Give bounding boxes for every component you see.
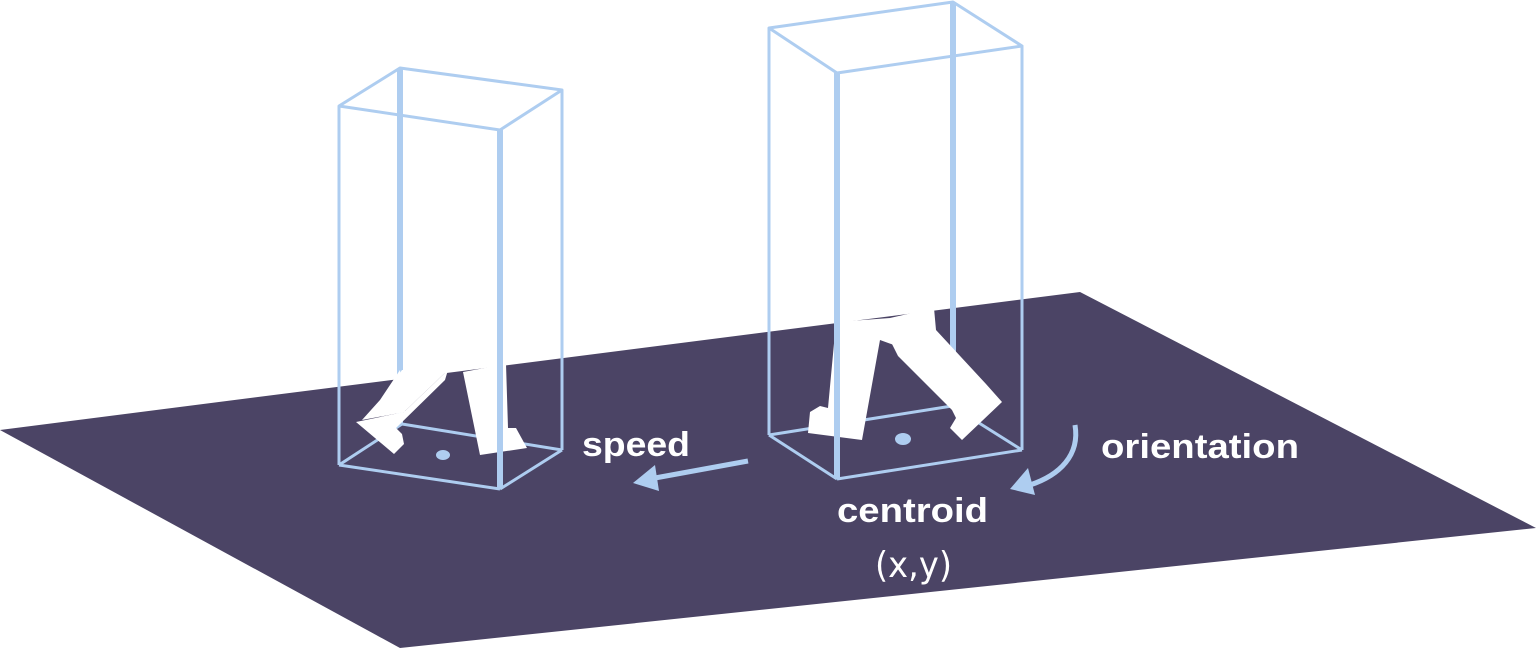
right-figure-front-leg [808,318,894,440]
centroid-label: centroid [837,492,988,530]
orientation-label: orientation [1101,428,1299,466]
right-figure-back-leg [890,308,1002,440]
speed-label: speed [582,426,690,464]
right-centroid-dot [895,433,911,445]
speed-arrow [633,458,749,491]
left-figure-front-leg [463,364,527,455]
right-bounding-box-front [767,0,1024,481]
left-figure-back-leg-lower [356,370,448,454]
left-centroid-dot [436,450,450,460]
speed-arrow-head [633,465,659,491]
left-bounding-box-front [337,66,564,491]
orientation-arrow [1010,424,1079,495]
orientation-arrow-head [1010,468,1035,495]
floor-plane [0,292,1536,648]
right-person-figure [808,308,1002,440]
left-person-figure [356,364,527,455]
centroid-coords-label: (x,y) [875,545,952,586]
